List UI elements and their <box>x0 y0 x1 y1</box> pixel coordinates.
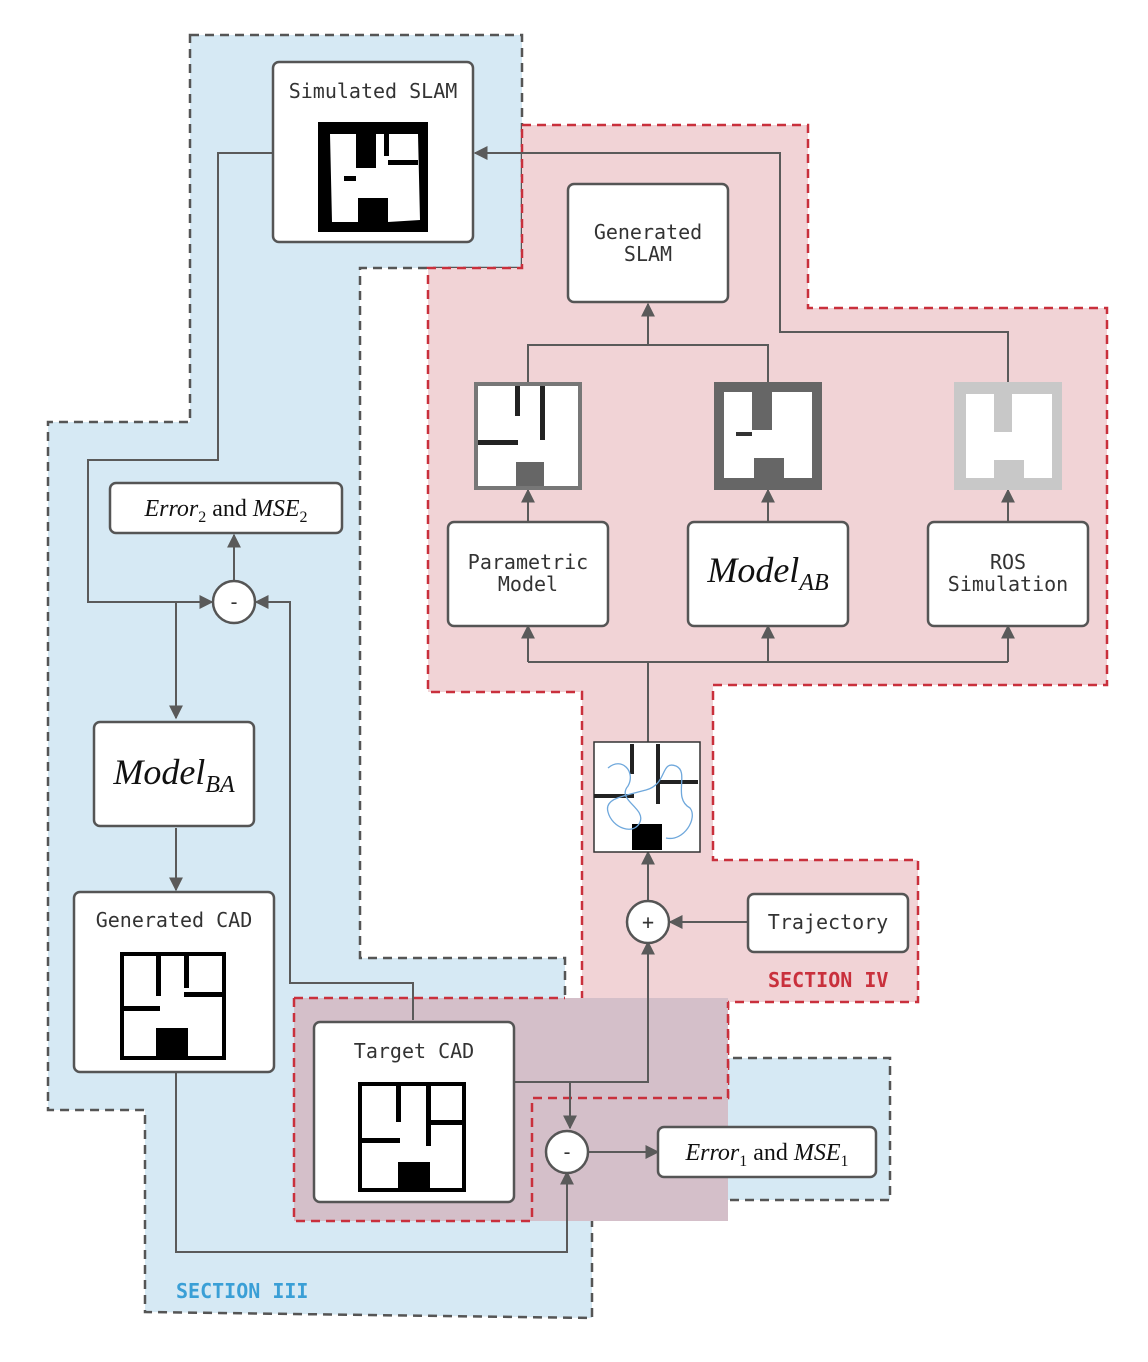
model-ab-label: ModelAB <box>706 550 829 596</box>
parametric-output-map-image <box>474 382 582 490</box>
target-cad-map-image <box>358 1082 466 1192</box>
map-with-trajectory-image <box>593 741 701 853</box>
section-iii-red-border <box>292 996 730 1223</box>
error1-mse1-label: Error1 and MSE1 <box>684 1140 848 1170</box>
parametric-model-label-line2: Model <box>498 572 558 596</box>
error2-mse2-node: Error2 and MSE2 <box>108 481 344 535</box>
generated-cad-label: Generated CAD <box>96 908 253 932</box>
target-cad-node: Target CAD <box>312 1020 516 1204</box>
target-cad-label: Target CAD <box>354 1039 474 1063</box>
subtract-operator-lower: - <box>544 1129 590 1175</box>
generated-slam-node: Generated SLAM <box>566 182 730 304</box>
svg-text:-: - <box>228 590 240 614</box>
model-ab-output-map-image <box>714 382 822 490</box>
svg-text:-: - <box>561 1140 573 1164</box>
parametric-model-node: Parametric Model <box>446 520 610 628</box>
ros-simulation-label-line2: Simulation <box>948 572 1068 596</box>
parametric-model-label-line1: Parametric <box>468 550 588 574</box>
simulated-slam-label: Simulated SLAM <box>289 79 458 103</box>
model-ba-label: ModelBA <box>112 752 235 798</box>
section-iii-label: SECTION III <box>176 1279 308 1303</box>
subtract-operator-upper: - <box>211 579 257 625</box>
generated-slam-label-line1: Generated <box>594 220 702 244</box>
trajectory-node: Trajectory <box>746 892 910 954</box>
trajectory-label: Trajectory <box>768 910 888 934</box>
add-operator: + <box>625 899 671 945</box>
simulated-slam-map-image <box>318 122 428 232</box>
model-ba-node: ModelBA <box>92 720 256 828</box>
error1-mse1-node: Error1 and MSE1 <box>656 1125 878 1179</box>
ros-simulation-label-line1: ROS <box>990 550 1026 574</box>
section-iv-label: SECTION IV <box>768 968 888 992</box>
svg-text:+: + <box>642 910 654 934</box>
generated-cad-node: Generated CAD <box>72 890 276 1074</box>
model-ab-node: ModelAB <box>686 520 850 628</box>
error2-mse2-label: Error2 and MSE2 <box>143 496 307 526</box>
ros-output-map-image <box>954 382 1062 490</box>
simulated-slam-node: Simulated SLAM <box>271 60 475 244</box>
connectors <box>87 146 1015 1253</box>
ros-simulation-node: ROS Simulation <box>926 520 1090 628</box>
generated-cad-map-image <box>120 952 226 1060</box>
generated-slam-label-line2: SLAM <box>624 242 672 266</box>
